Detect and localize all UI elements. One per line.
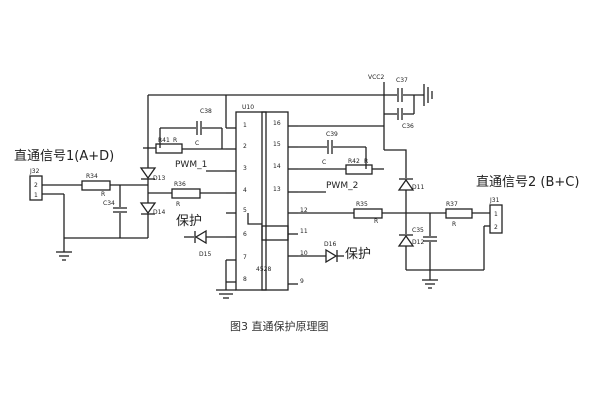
r34-ref: R34 — [86, 173, 98, 180]
c38-value: C — [195, 140, 199, 147]
output-section: R35 R D11 D12 C35 R37 R J31 — [298, 175, 579, 289]
r37-value: R — [452, 221, 456, 228]
r42-ref: R42 — [348, 158, 360, 165]
r35-ref: R35 — [356, 201, 368, 208]
d13-ref: D13 — [153, 175, 165, 182]
pin-15: 15 — [273, 141, 281, 148]
vcc-rail: VCC2 C37 C36 — [147, 74, 433, 150]
ic-part-label: 4528 — [256, 266, 271, 273]
output-signal-label: 直通信号2 (B+C) — [476, 175, 579, 190]
pin-7: 7 — [243, 254, 247, 261]
pin-8: 8 — [243, 276, 247, 283]
r34-value: R — [101, 191, 105, 198]
d15-ref: D15 — [199, 251, 211, 258]
protect-right-label: 保护 — [345, 247, 371, 262]
pin-11: 11 — [300, 228, 308, 235]
c39-ref: C39 — [326, 131, 338, 138]
r36-ref: R36 — [174, 181, 186, 188]
ic-ground — [216, 260, 236, 299]
r37-ref: R37 — [446, 201, 458, 208]
d16-ref: D16 — [324, 241, 336, 248]
r42-value: R — [364, 158, 368, 165]
r41-value: R — [173, 137, 177, 144]
c34-ref: C34 — [103, 200, 115, 207]
pwm2-network: C39 C R42 R PWM_2 — [298, 131, 407, 193]
pin-2: 2 — [243, 143, 247, 150]
pin-12: 12 — [300, 207, 308, 214]
pin-9: 9 — [300, 278, 304, 285]
d14-ref: D14 — [153, 209, 165, 216]
pin-10: 10 — [300, 250, 308, 257]
j32-connector — [29, 175, 43, 201]
vcc-label: VCC2 — [368, 74, 384, 81]
c35-ref: C35 — [412, 227, 424, 234]
input-section: 直通信号1(A+D) J32 2 1 R34 R C34 — [14, 149, 148, 261]
j31-connector — [489, 204, 503, 234]
d12-ref: D12 — [412, 239, 424, 246]
pin-4: 4 — [243, 187, 247, 194]
protect-left: 保护 D15 — [176, 214, 226, 258]
pin-6: 6 — [243, 231, 247, 238]
j31-pin1: 1 — [494, 211, 498, 218]
r41-ref: R41 — [158, 137, 170, 144]
pwm2-label: PWM_2 — [326, 181, 358, 191]
pin-16: 16 — [273, 120, 281, 127]
j31-ref: J31 — [489, 197, 500, 204]
protect-right: D16 保护 — [298, 241, 371, 264]
c38-ref: C38 — [200, 108, 212, 115]
ic-ref-label: U10 — [242, 104, 254, 111]
c37-ref: C37 — [396, 77, 408, 84]
figure-caption: 图3 直通保护原理图 — [230, 319, 329, 333]
input-clamp-diodes: D13 D14 R36 R — [139, 148, 226, 238]
input-signal-label: 直通信号1(A+D) — [14, 149, 114, 164]
j32-pin2: 2 — [34, 182, 38, 189]
c36-ref: C36 — [402, 123, 414, 130]
pwm1-network: C38 C R41 R PWM_1 — [143, 108, 226, 172]
d11-ref: D11 — [412, 184, 424, 191]
j32-pin1: 1 — [34, 192, 38, 199]
r35-value: R — [374, 218, 378, 225]
pin-13: 13 — [273, 186, 281, 193]
pin-5: 5 — [243, 207, 247, 214]
pwm1-label: PWM_1 — [175, 160, 207, 170]
ic-u10: U10 4528 1 2 3 4 5 6 7 8 16 15 14 13 12 … — [226, 104, 308, 291]
protect-left-label: 保护 — [176, 214, 202, 229]
pin-14: 14 — [273, 163, 281, 170]
r36-value: R — [176, 201, 180, 208]
c39-value: C — [322, 159, 326, 166]
j32-ref: J32 — [29, 168, 40, 175]
j31-pin2: 2 — [494, 224, 498, 231]
pin-1: 1 — [243, 122, 247, 129]
pin-3: 3 — [243, 165, 247, 172]
